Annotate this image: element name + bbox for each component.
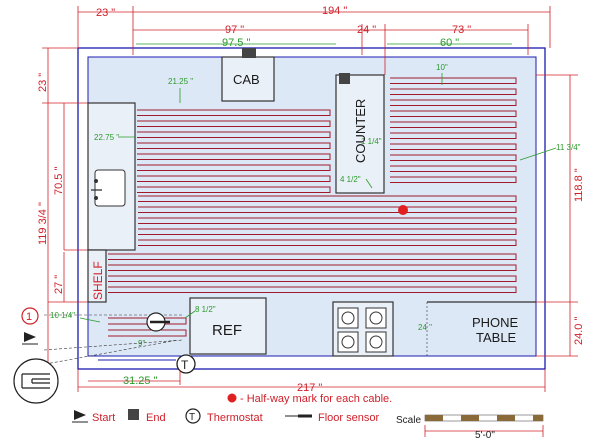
- dim-left-119: 119 3/4 ": [37, 202, 49, 245]
- cable-loop: [138, 228, 517, 235]
- sensor-detail-icon: [21, 373, 50, 389]
- cable-loop: [137, 186, 331, 193]
- dim-10-1-4: 10 1/4": [50, 311, 75, 320]
- cable-loop: [390, 77, 517, 84]
- top-dimensions: [77, 6, 551, 75]
- counter-label: COUNTER: [353, 99, 368, 163]
- legend-start-icon: [74, 410, 86, 420]
- shelf-label: SHELF: [91, 261, 105, 300]
- dim-left-23: 23 ": [37, 73, 49, 92]
- end-marker: [339, 73, 350, 84]
- dim-right-118-8: 118.8 ": [573, 168, 585, 202]
- table-label: TABLE: [476, 330, 517, 345]
- cable-loop: [138, 217, 517, 224]
- cable-loop: [108, 329, 187, 337]
- start-icon-callout: [24, 332, 36, 342]
- cable-loop: [137, 153, 331, 160]
- dim-bottom-31-25: 31.25 ": [123, 375, 158, 387]
- cable-loop: [390, 121, 517, 128]
- shelf: [87, 249, 107, 303]
- dim-top-left: 23 ": [96, 7, 115, 19]
- cable-loop: [137, 120, 331, 127]
- room-floor: [88, 57, 536, 302]
- dim-1-1-4: 1 1/4": [361, 137, 382, 146]
- dim-inner-97-5: 97.5 ": [222, 37, 250, 49]
- scale-bar: [424, 414, 544, 437]
- legend-thermostat: Thermostat: [207, 412, 263, 424]
- cable-loop: [138, 206, 517, 213]
- cable-loop: [138, 195, 517, 202]
- dim-left-27: 27 ": [53, 275, 65, 294]
- cable-loop: [137, 131, 331, 138]
- cable-loop: [137, 142, 331, 149]
- cable-loop: [108, 275, 517, 282]
- dim-11-3-4: 11 3/4": [556, 143, 581, 152]
- legend-thermostat-symbol: T: [189, 412, 195, 423]
- right-dimensions: [536, 74, 578, 357]
- sink-icon: [94, 169, 126, 207]
- dim-24: 24 ": [418, 323, 432, 332]
- bottom-dimensions: [77, 369, 546, 392]
- cable-loop: [390, 99, 517, 106]
- cable-loop: [138, 239, 517, 246]
- outer-wall: [77, 47, 546, 370]
- cable-loop: [108, 286, 517, 293]
- dim-left-70-5: 70.5 ": [53, 167, 65, 195]
- dim-8-1-2: 8 1/2": [195, 305, 216, 314]
- cable-loop: [137, 175, 331, 182]
- cable-loop: [390, 176, 517, 183]
- counter: [335, 74, 385, 194]
- halfway-mark: [398, 205, 408, 215]
- dim-9: 9": [138, 339, 145, 348]
- cable-loop: [137, 164, 331, 171]
- callout-number: 1: [26, 311, 32, 323]
- dim-10: 10": [436, 63, 448, 72]
- ref-label: REF: [212, 322, 242, 339]
- detail-circle: [13, 358, 59, 404]
- dim-top-73: 73 ": [452, 24, 471, 36]
- dim-right-24: 24.0 ": [573, 317, 585, 345]
- cable-loop: [108, 253, 517, 260]
- cable-loop: [390, 132, 517, 139]
- cable-loop: [390, 165, 517, 172]
- scale-value: 5'-0": [475, 430, 495, 441]
- legend-halfway: - Half-way mark for each cable.: [240, 393, 392, 405]
- cable-loop: [390, 154, 517, 161]
- dim-4-1-2: 4 1/2": [340, 175, 361, 184]
- cab-label: CAB: [233, 72, 260, 87]
- dim-inner-60: 60 ": [440, 37, 459, 49]
- cabinet-vent: [242, 48, 256, 58]
- dim-top-24: 24 ": [357, 24, 376, 36]
- dim-top-97: 97 ": [225, 24, 244, 36]
- thermostat-icon: [176, 354, 196, 374]
- cabinet: [221, 56, 275, 102]
- legend-halfway-icon: [227, 393, 237, 403]
- cable-loop: [137, 109, 331, 116]
- scale-label: Scale: [396, 415, 421, 426]
- burner-icons: [337, 307, 387, 353]
- cable-loop: [108, 264, 517, 271]
- thermostat-symbol: T: [181, 358, 189, 372]
- cable-loop: [390, 143, 517, 150]
- room-floor-lower: [88, 302, 536, 356]
- cable-loop: [390, 88, 517, 95]
- dim-bottom-217: 217 ": [297, 382, 322, 394]
- dim-22-75: 22.75 ": [94, 133, 119, 142]
- refrigerator: [189, 297, 267, 355]
- callout-marker: [21, 307, 39, 325]
- legend-end: End: [146, 412, 166, 424]
- cable-loop: [390, 110, 517, 117]
- dim-top-total: 194 ": [322, 5, 347, 17]
- legend-end-icon: [128, 409, 139, 420]
- legend-thermostat-icon: [185, 408, 201, 424]
- dim-21-25: 21.25 ": [168, 77, 193, 86]
- phone-label: PHONE: [472, 315, 519, 330]
- legend-floor-sensor: Floor sensor: [318, 412, 379, 424]
- legend-start: Start: [92, 412, 115, 424]
